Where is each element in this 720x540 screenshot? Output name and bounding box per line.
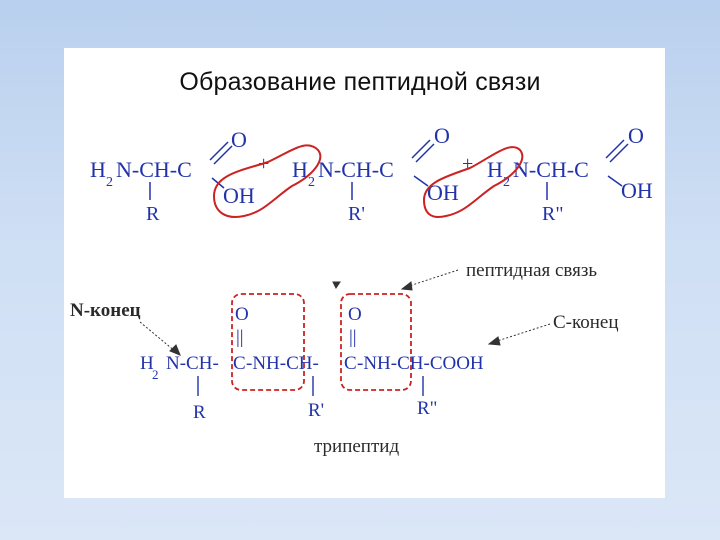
aa2-side-chain: R' — [348, 203, 365, 225]
stray-marker — [332, 281, 341, 289]
aa2-double-bond-a — [411, 139, 431, 159]
product-double-bond-1: || — [236, 327, 244, 348]
peptide-bond-label: пептидная связь — [466, 260, 598, 281]
slide-panel — [64, 48, 665, 498]
c-terminus-arrowhead — [487, 336, 501, 346]
c-terminus-arrow — [493, 323, 551, 343]
n-terminus-arrowhead — [169, 344, 181, 356]
aa3-oxygen: O — [628, 123, 644, 148]
product-carbonyl-2: C — [344, 353, 357, 374]
amino-acid-2: H 2 N-CH-C O OH R' — [292, 123, 459, 225]
aa3-side-chain: R" — [542, 203, 564, 225]
product-h: H — [140, 353, 154, 374]
aa3-double-bond-a — [605, 139, 625, 159]
aa2-subscript: 2 — [308, 175, 315, 190]
aa3-hydroxyl: OH — [621, 178, 653, 203]
aa3-double-bond-b — [609, 143, 629, 163]
aa1-oxygen: O — [231, 127, 247, 152]
water-loop-1 — [212, 144, 322, 218]
pointer-arrows — [139, 269, 551, 356]
product-oxygen-1: O — [235, 304, 249, 325]
product-side-chain-2: R' — [308, 400, 324, 421]
aa1-chain: N-CH-C — [116, 157, 192, 182]
aa3-single-bond — [607, 175, 623, 187]
product-segment-2: -NH-CH- — [246, 353, 319, 374]
aa1-hydroxyl: OH — [223, 183, 255, 208]
product-segment-3: -NH-CH-COOH — [357, 353, 484, 374]
peptide-bond-arrow — [405, 269, 459, 288]
aa3-h: H — [487, 157, 503, 182]
aa1-subscript: 2 — [106, 175, 113, 190]
peptide-bond-box-2 — [340, 293, 412, 391]
peptide-bond-arrowhead — [400, 281, 413, 291]
tripeptide-label: трипептид — [314, 436, 400, 457]
peptide-bond-box-1 — [231, 293, 305, 391]
amino-acid-3: H 2 N-CH-C O OH R" — [487, 123, 653, 225]
n-terminus-label: N-конец — [70, 300, 141, 321]
aa1-double-bond-b — [213, 145, 233, 165]
reactants-row: H 2 N-CH-C O OH R + H 2 N-CH-C O OH R' + — [90, 123, 653, 225]
aa1-side-chain: R — [146, 203, 160, 225]
aa3-chain: N-CH-C — [513, 157, 589, 182]
aa3-subscript: 2 — [503, 175, 510, 190]
product-subscript: 2 — [152, 367, 159, 382]
n-terminus-arrow — [139, 321, 177, 353]
aa2-double-bond-b — [415, 143, 435, 163]
amino-acid-1: H 2 N-CH-C O OH R — [90, 127, 255, 225]
product-double-bond-2: || — [349, 327, 357, 348]
product-carbonyl-1: C — [233, 353, 246, 374]
aa1-h: H — [90, 157, 106, 182]
page-title: Образование пептидной связи — [179, 68, 541, 96]
aa2-chain: N-CH-C — [318, 157, 394, 182]
aa2-oxygen: O — [434, 123, 450, 148]
aa2-h: H — [292, 157, 308, 182]
tripeptide-formula: H 2 N-CH- C -NH-CH- C -NH-CH-COOH O O ||… — [140, 304, 484, 423]
product-oxygen-2: O — [348, 304, 362, 325]
water-loop-2 — [422, 146, 524, 218]
product-side-chain-1: R — [193, 402, 206, 423]
aa2-single-bond — [413, 175, 429, 187]
aa1-double-bond-a — [209, 141, 229, 161]
plus-sign-2: + — [462, 153, 473, 175]
product-side-chain-3: R" — [417, 398, 437, 419]
product-segment-1: N-CH- — [166, 353, 219, 374]
c-terminus-label: С-конец — [553, 312, 619, 333]
